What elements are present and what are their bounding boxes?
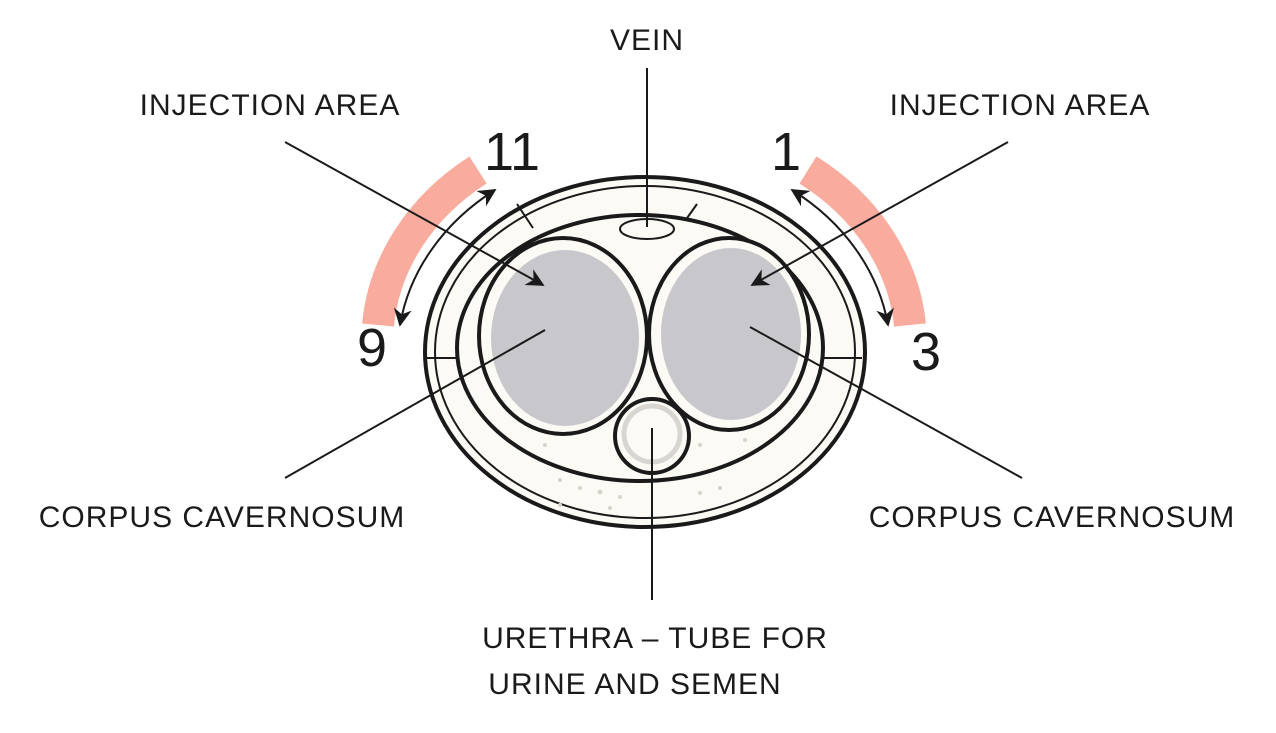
tissue-speckles	[543, 438, 747, 510]
clock-9: 9	[357, 318, 387, 378]
label-injection-area-right: INJECTION AREA	[890, 89, 1151, 122]
corpus-leader-left	[284, 329, 546, 479]
divider	[516, 203, 534, 229]
label-urethra-line1: URETHRA – TUBE FOR	[482, 622, 828, 655]
injection-leader-right	[750, 141, 1009, 286]
corpus-fill-right	[661, 248, 801, 420]
clock-11: 11	[484, 122, 540, 182]
rotation-arrow-right	[790, 189, 895, 327]
rotation-arrow-left	[393, 189, 497, 327]
label-injection-area-left: INJECTION AREA	[140, 89, 401, 122]
clock-1: 1	[771, 122, 801, 182]
label-corpus-cavernosum-left: CORPUS CAVERNOSUM	[39, 501, 405, 534]
corpus-fill-left	[491, 250, 639, 426]
label-vein: VEIN	[610, 24, 684, 57]
clock-3: 3	[911, 322, 941, 382]
label-urethra-line2: URINE AND SEMEN	[488, 668, 781, 701]
injection-leader-left	[284, 141, 545, 286]
label-corpus-cavernosum-right: CORPUS CAVERNOSUM	[869, 501, 1235, 534]
corpus-leader-right	[749, 326, 1023, 479]
